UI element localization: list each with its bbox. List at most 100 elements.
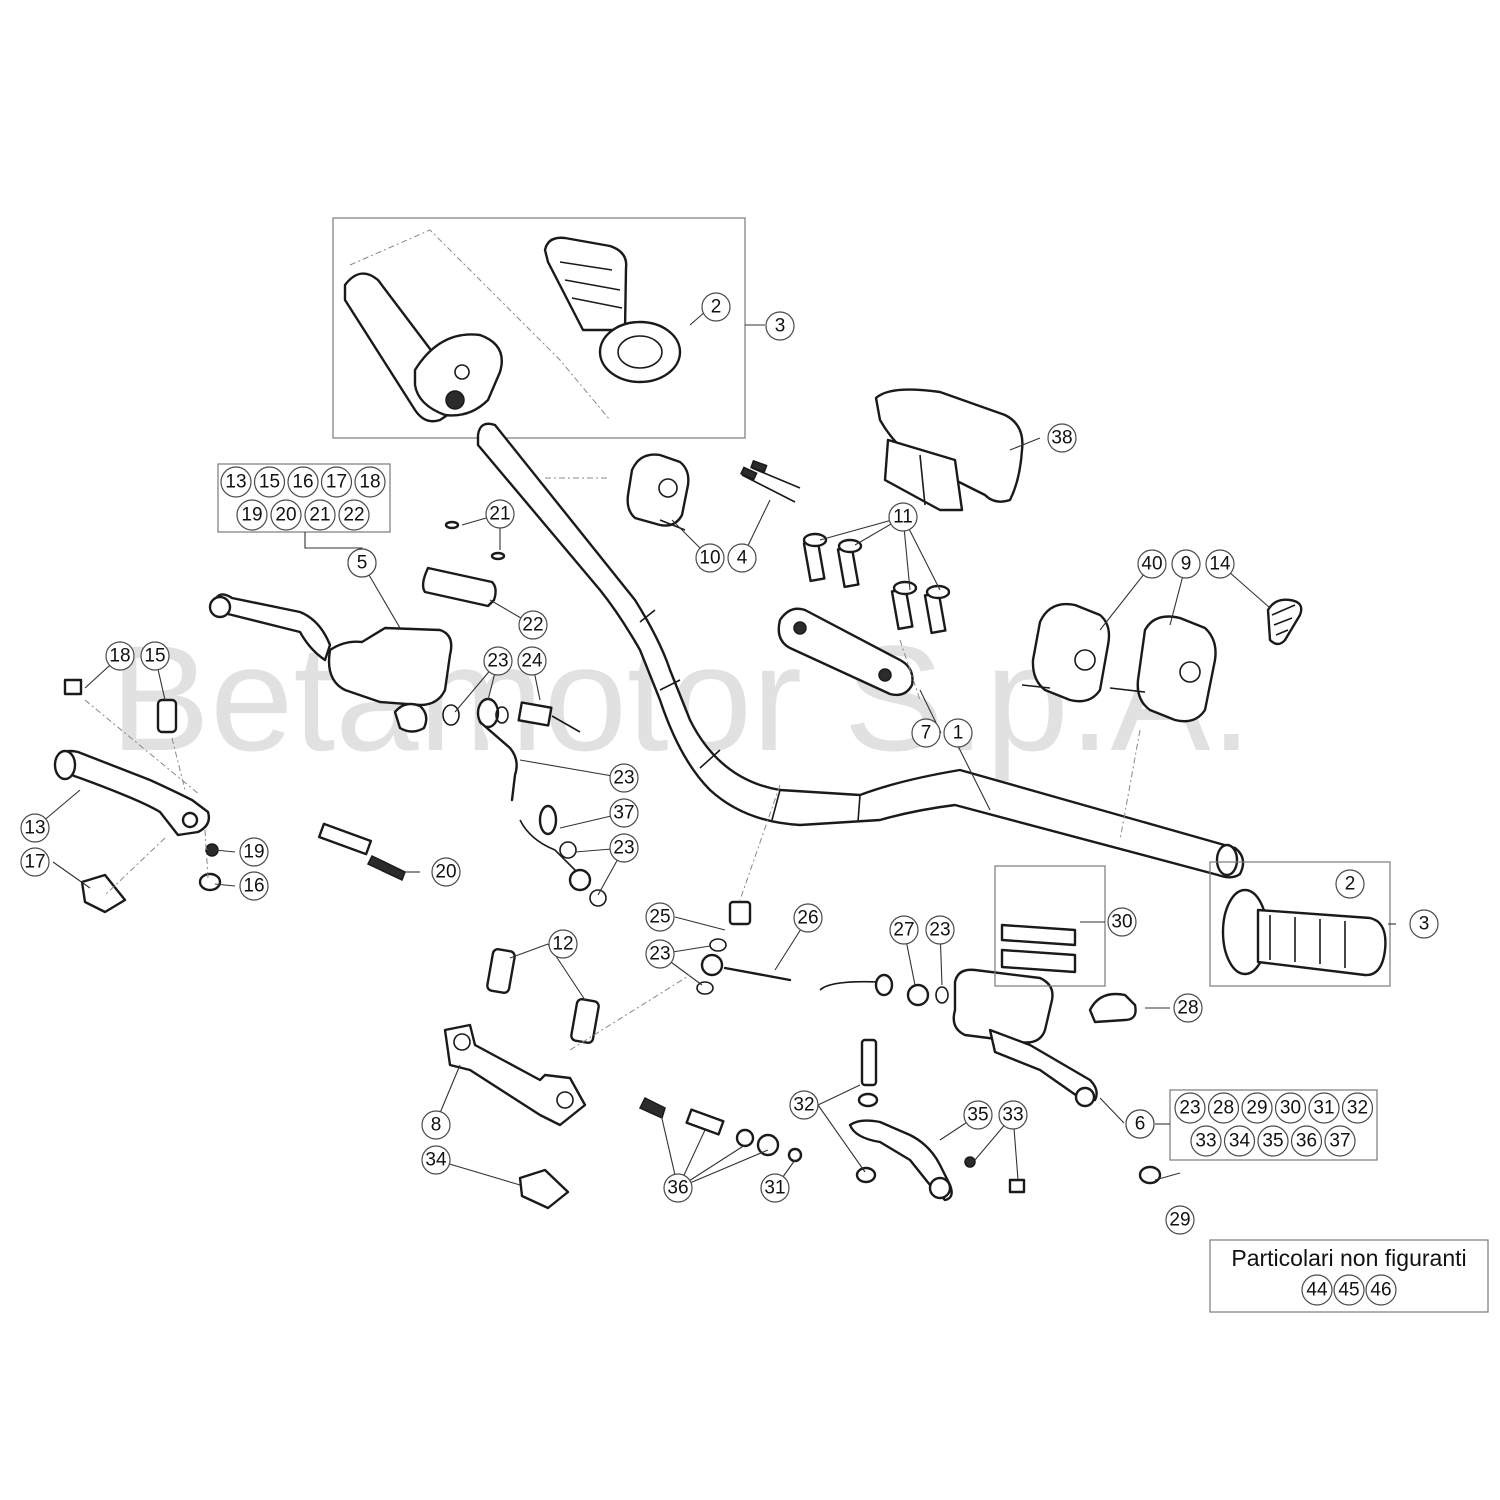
callout-33: 33 [1190, 1125, 1222, 1157]
grip-assembly-guide [349, 229, 611, 421]
svg-text:21: 21 [309, 505, 330, 526]
svg-text:23: 23 [1179, 1098, 1200, 1119]
throttle-tube [343, 272, 503, 423]
handlebar-pad [874, 388, 1024, 512]
callout-3: 3 [1409, 909, 1439, 939]
callout-36: 36 [1290, 1125, 1323, 1157]
callout-14: 14 [1205, 549, 1235, 579]
clutch-hose [478, 720, 607, 907]
svg-text:12: 12 [552, 934, 573, 955]
svg-text:29: 29 [1169, 1210, 1190, 1231]
brake-set-right-box [1169, 1089, 1378, 1161]
svg-text:32: 32 [793, 1095, 814, 1116]
svg-text:22: 22 [522, 615, 543, 636]
brake-hose-fitting [696, 900, 894, 997]
svg-text:30: 30 [1111, 912, 1132, 933]
callout-24: 24 [517, 646, 547, 676]
callout-13: 13 [20, 813, 50, 843]
lever-set-left-box [217, 463, 391, 533]
callout-31: 31 [1308, 1092, 1340, 1124]
svg-text:23: 23 [613, 768, 634, 789]
svg-text:17: 17 [24, 852, 45, 873]
svg-text:45: 45 [1338, 1280, 1359, 1301]
callout-23: 23 [1174, 1092, 1206, 1124]
svg-text:7: 7 [921, 723, 932, 744]
brake-lever [848, 1038, 1026, 1202]
callout-26: 26 [793, 903, 823, 933]
svg-text:46: 46 [1370, 1280, 1391, 1301]
handlebar [476, 422, 1245, 879]
brake-master-cylinder [906, 968, 1098, 1108]
svg-text:30: 30 [1280, 1098, 1301, 1119]
svg-text:38: 38 [1051, 428, 1072, 449]
lever-set-left-leader [304, 532, 363, 554]
svg-text:13: 13 [24, 818, 45, 839]
svg-text:32: 32 [1347, 1098, 1368, 1119]
callout-15: 15 [253, 466, 286, 498]
callout-35: 35 [1257, 1125, 1289, 1157]
grip-top [543, 236, 682, 384]
brake-lever-nut [1138, 1165, 1162, 1185]
svg-text:3: 3 [775, 316, 786, 337]
callout-12: 12 [548, 929, 578, 959]
svg-text:9: 9 [1181, 554, 1192, 575]
callout-44: 44 [1301, 1274, 1333, 1306]
svg-text:36: 36 [667, 1178, 688, 1199]
callout-10: 10 [695, 543, 725, 573]
svg-text:44: 44 [1306, 1280, 1328, 1301]
lever-nut [198, 872, 222, 892]
callout-30: 30 [1107, 907, 1137, 937]
callout-21: 21 [304, 499, 336, 531]
callout-30: 30 [1274, 1092, 1307, 1124]
svg-text:23: 23 [649, 944, 670, 965]
callout-13: 13 [220, 466, 252, 498]
svg-text:16: 16 [243, 876, 264, 897]
lever-protector [80, 873, 127, 914]
svg-text:16: 16 [292, 472, 313, 493]
svg-text:23: 23 [487, 651, 508, 672]
wire-connectors [739, 459, 801, 503]
master-cylinder-protector [518, 1168, 570, 1210]
svg-text:33: 33 [1195, 1131, 1216, 1152]
svg-text:37: 37 [613, 803, 634, 824]
callout-38: 38 [1047, 423, 1077, 453]
callout-35: 35 [963, 1100, 993, 1130]
svg-text:25: 25 [649, 907, 670, 928]
callout-23: 23 [645, 939, 675, 969]
callout-2: 2 [1335, 869, 1365, 899]
start-switch [1021, 602, 1111, 703]
callout-32: 32 [789, 1090, 819, 1120]
callout-25: 25 [645, 902, 675, 932]
svg-text:23: 23 [613, 838, 634, 859]
callout-19: 19 [239, 837, 269, 867]
callout-22: 22 [338, 499, 370, 531]
callout-23: 23 [483, 646, 513, 676]
callout-18: 18 [105, 641, 135, 671]
callout-34: 34 [1223, 1125, 1256, 1157]
spare-clutch-lever [53, 749, 211, 837]
callout-27: 27 [889, 915, 919, 945]
svg-text:29: 29 [1246, 1098, 1267, 1119]
leader-lines [34, 310, 1396, 1189]
svg-text:20: 20 [275, 505, 296, 526]
svg-text:26: 26 [797, 908, 818, 929]
svg-text:11: 11 [893, 507, 913, 528]
svg-text:28: 28 [1177, 998, 1198, 1019]
svg-text:19: 19 [243, 842, 264, 863]
callout-36: 36 [663, 1173, 693, 1203]
callout-32: 32 [1341, 1092, 1374, 1124]
note-box [1209, 1239, 1489, 1313]
assembly-guides [84, 477, 1141, 1051]
svg-text:40: 40 [1141, 554, 1162, 575]
clutch-lever [208, 593, 332, 662]
callout-9: 9 [1171, 549, 1201, 579]
svg-text:18: 18 [109, 646, 130, 667]
svg-text:21: 21 [489, 504, 510, 525]
callout-7: 7 [911, 718, 941, 748]
callout-33: 33 [998, 1100, 1028, 1130]
callout-45: 45 [1333, 1274, 1365, 1306]
svg-text:3: 3 [1419, 914, 1430, 935]
callout-6: 6 [1125, 1109, 1155, 1139]
callout-34: 34 [421, 1145, 451, 1175]
